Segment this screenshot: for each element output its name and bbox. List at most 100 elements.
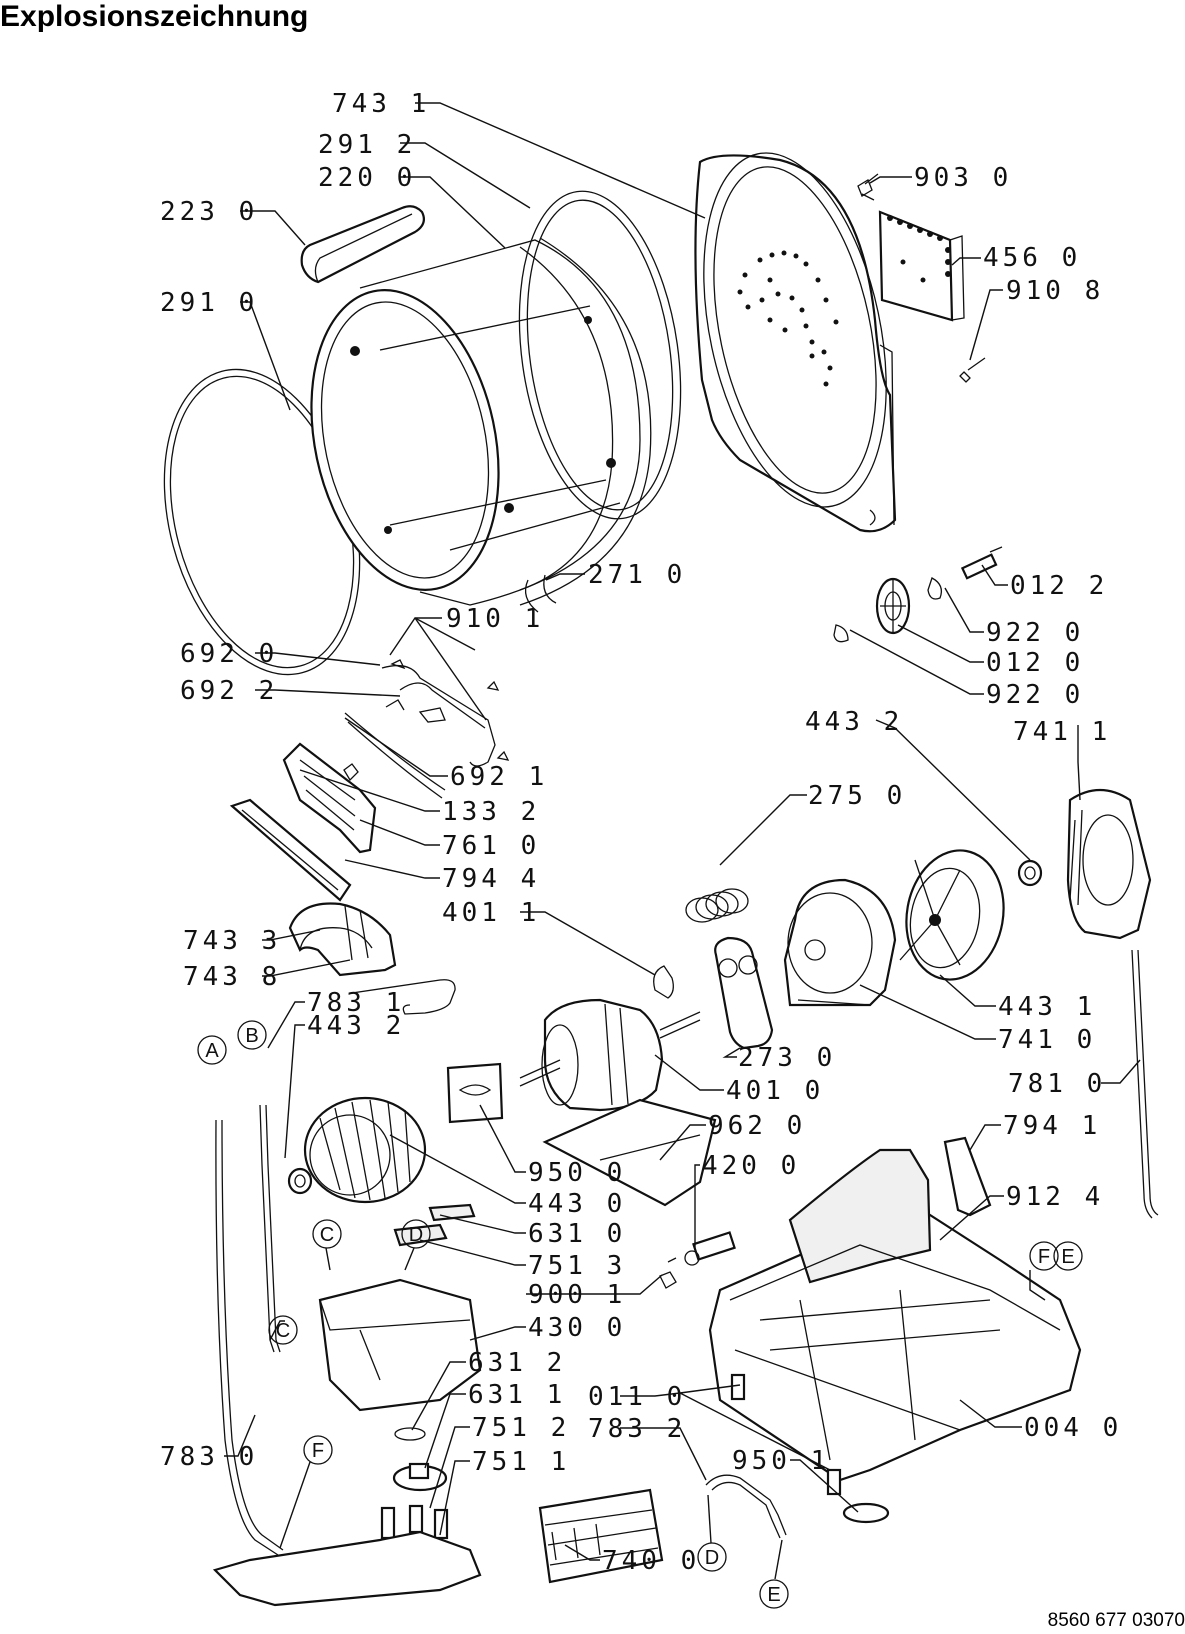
circlip-lower-part (833, 624, 849, 643)
clip-part (857, 173, 879, 201)
part-label: 950 1 (732, 1446, 830, 1476)
svg-text:E: E (1061, 1246, 1074, 1268)
part-label: 741 1 (1013, 717, 1111, 747)
lint-filter-frame-part (229, 798, 352, 902)
svg-text:C: C (320, 1224, 334, 1246)
part-label: 783 1 (307, 988, 405, 1018)
connector-marker: B (237, 1020, 267, 1050)
part-label: 275 0 (808, 781, 906, 811)
connector-marker: F (303, 1435, 333, 1465)
pulley-axle-part (960, 546, 1003, 580)
part-label: 910 8 (1006, 276, 1104, 306)
drive-belt-part (524, 574, 557, 613)
part-label: 291 2 (318, 130, 416, 160)
svg-text:F: F (1038, 1246, 1050, 1268)
connector-marker: D (697, 1542, 727, 1572)
part-label: 631 0 (528, 1219, 626, 1249)
part-label: 420 0 (702, 1151, 800, 1181)
motor-part (519, 998, 701, 1112)
duct-rod-part (351, 979, 456, 1015)
connector-markers: A B C D C F E F (197, 1020, 1083, 1609)
connector-marker: E (1053, 1241, 1083, 1271)
drum-part (310, 237, 652, 606)
screw-part (959, 357, 986, 383)
foot-pad-part (842, 1502, 890, 1524)
part-label: 631 1 (468, 1380, 566, 1410)
svg-text:D: D (705, 1547, 719, 1569)
tension-pulley-part (875, 577, 911, 635)
hose-a-part (215, 1119, 284, 1556)
part-label: 443 2 (307, 1011, 405, 1041)
fan-wheel-part (303, 1096, 427, 1204)
knob-part (392, 1462, 448, 1492)
part-label: 794 1 (1003, 1111, 1101, 1141)
heat-shield-part (542, 1098, 717, 1207)
control-module-part (318, 1203, 482, 1412)
part-label: 133 2 (442, 797, 540, 827)
part-label: 751 1 (472, 1447, 570, 1477)
bushing-lower-part (287, 1167, 313, 1195)
terminal-parts (380, 1504, 449, 1540)
part-label: 631 2 (468, 1348, 566, 1378)
gasket-part (446, 1062, 504, 1124)
svg-text:E: E (767, 1584, 780, 1606)
part-label: 291 0 (160, 288, 258, 318)
motor-mount-part (714, 936, 774, 1050)
impeller-part (899, 849, 1005, 981)
svg-text:A: A (205, 1040, 219, 1062)
part-label: 692 1 (450, 762, 548, 792)
part-label: 922 0 (986, 618, 1084, 648)
part-label: 761 0 (442, 831, 540, 861)
drum-lifter-part (300, 205, 425, 284)
part-label: 740 0 (602, 1546, 700, 1576)
part-label: 220 0 (318, 163, 416, 193)
svg-text:C: C (276, 1320, 290, 1342)
part-label: 004 0 (1024, 1413, 1122, 1443)
base-plate-part (212, 1530, 482, 1607)
part-label: 743 1 (332, 89, 430, 119)
fan-cover-part (1066, 789, 1152, 940)
connector-marker: C (312, 1219, 342, 1249)
svg-text:F: F (312, 1440, 324, 1462)
part-label: 783 0 (160, 1442, 258, 1472)
part-label: 430 0 (528, 1313, 626, 1343)
part-label: 900 1 (528, 1280, 626, 1310)
part-label: 950 0 (528, 1158, 626, 1188)
part-label: 443 0 (528, 1189, 626, 1219)
part-label: 751 3 (528, 1251, 626, 1281)
o-ring-part (394, 1427, 426, 1441)
drawing-title: Explosionszeichnung (0, 0, 309, 33)
hose-de-part (705, 1474, 787, 1539)
part-label: 692 0 (180, 639, 278, 669)
base-tray-part (708, 1148, 1082, 1482)
connector-marker: F (1029, 1241, 1059, 1271)
part-label: 903 0 (914, 163, 1012, 193)
part-label: 401 1 (442, 898, 540, 928)
part-label: 456 0 (983, 243, 1081, 273)
svg-text:D: D (409, 1224, 423, 1246)
part-label: 223 0 (160, 197, 258, 227)
connector-marker: E (759, 1579, 789, 1609)
part-label: 781 0 (1008, 1069, 1106, 1099)
part-label: 011 0 (588, 1382, 686, 1412)
fan-housing-part (783, 878, 897, 1007)
document-number: 8560 677 03070 (1047, 1610, 1185, 1631)
part-label: 751 2 (472, 1413, 570, 1443)
part-label: 910 1 (446, 604, 544, 634)
part-label: 743 3 (183, 926, 281, 956)
lint-filter-housing-part (282, 742, 377, 854)
lint-filter-linkage-part (344, 659, 510, 799)
duct-gasket-part (943, 1136, 992, 1217)
svg-text:B: B (245, 1025, 258, 1047)
part-label: 741 0 (998, 1025, 1096, 1055)
rear-panel-part (694, 152, 897, 533)
heater-block-part (878, 210, 965, 322)
clip-small-part (659, 1257, 677, 1289)
air-duct-part (288, 902, 397, 977)
part-label: 912 4 (1006, 1182, 1104, 1212)
part-number-labels: 743 1 291 2 220 0 223 0 291 0 903 0 456 … (160, 89, 1122, 1576)
part-label: 692 2 (180, 676, 278, 706)
part-label: 743 8 (183, 962, 281, 992)
tension-spring-part (685, 888, 749, 923)
